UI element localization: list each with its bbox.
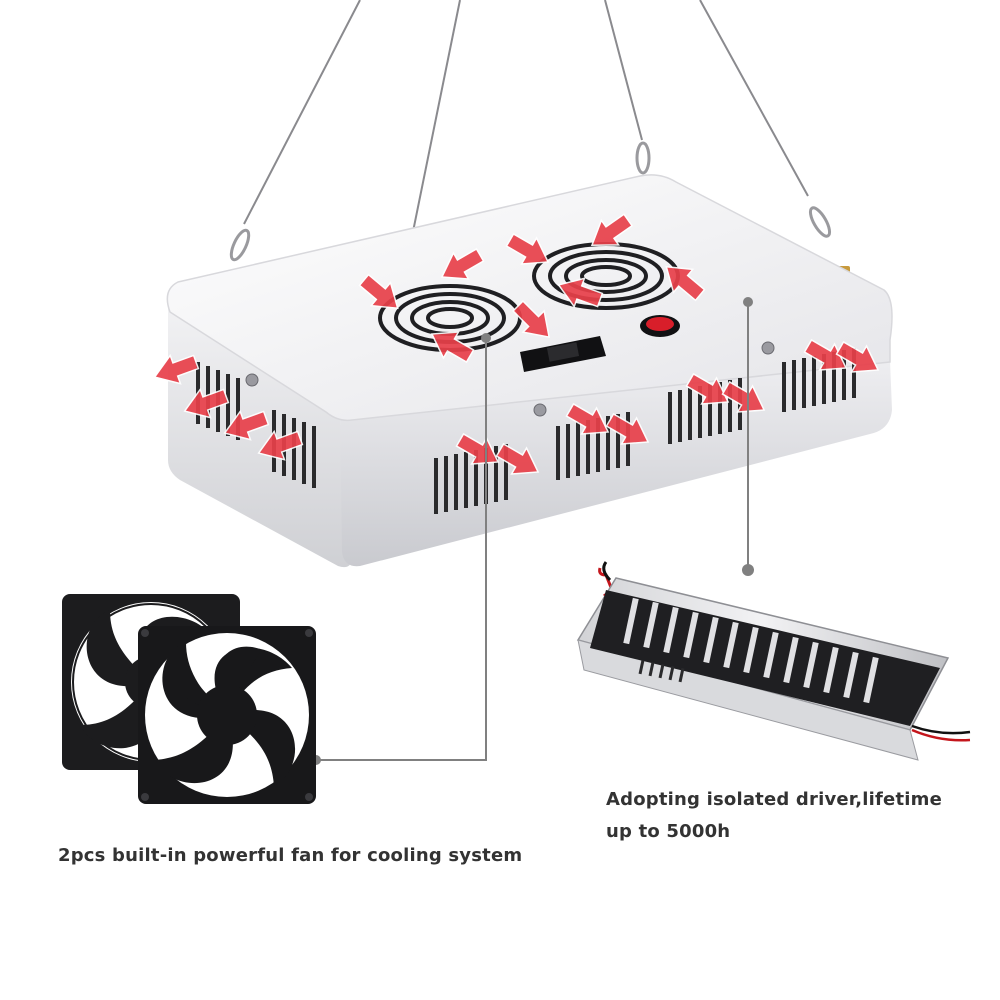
cooling-fan-front-icon xyxy=(138,626,316,804)
fan-grille-right-icon xyxy=(532,242,680,310)
housing-top xyxy=(166,174,893,422)
driver-caption-line2: up to 5000h xyxy=(606,821,731,842)
rocker-switch-icon xyxy=(640,315,680,337)
power-inlet-icon xyxy=(520,336,606,372)
screw-icons xyxy=(245,341,775,417)
driver-leader-line xyxy=(742,297,754,576)
driver-caption-line1: Adopting isolated driver,lifetime xyxy=(606,789,942,810)
driver-caption: Adopting isolated driver,lifetime up to … xyxy=(606,784,966,848)
fan-caption: 2pcs built-in powerful fan for cooling s… xyxy=(58,845,523,866)
power-driver-icon xyxy=(576,561,971,761)
